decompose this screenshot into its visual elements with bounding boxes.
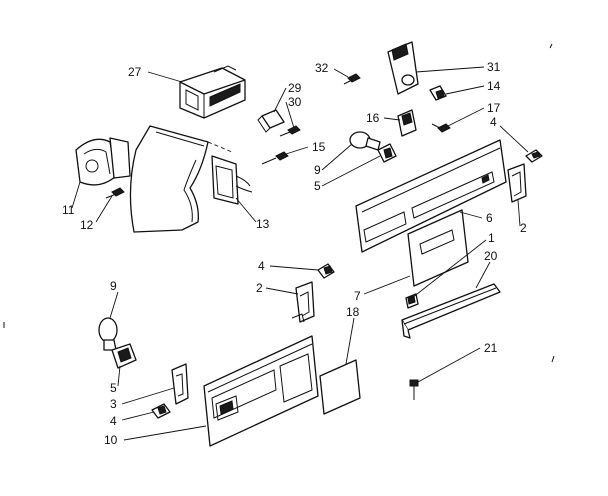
- callout-3: 3: [110, 397, 117, 411]
- part-5-holder-upper: [377, 143, 397, 163]
- callout-labels: 27 32 31 14 29 30 16 17 4 15 9 5 11 12 1…: [62, 60, 527, 447]
- part-21-screw: [409, 379, 419, 400]
- part-1-actuator: [405, 293, 419, 309]
- callout-5-lower: 5: [110, 381, 117, 395]
- part-18-pad: [319, 359, 361, 415]
- part-27-housing: [179, 65, 246, 119]
- part-6-faceplate: [355, 139, 507, 253]
- callout-4-upper: 4: [490, 115, 497, 129]
- part-5-holder-lower: [111, 343, 137, 369]
- part-29-socket: [257, 109, 285, 133]
- callout-13: 13: [256, 217, 270, 231]
- scan-marks: [3, 43, 555, 363]
- callout-10: 10: [104, 433, 118, 447]
- part-3-bracket: [171, 363, 189, 405]
- part-16-switch: [397, 109, 417, 137]
- part-20-rail: [401, 283, 501, 339]
- callout-32: 32: [315, 61, 329, 75]
- part-10-faceplate: [203, 335, 319, 447]
- callout-7: 7: [354, 289, 361, 303]
- callout-15: 15: [312, 140, 326, 154]
- part-13-bracket: [211, 155, 253, 205]
- callout-17: 17: [487, 101, 501, 115]
- callout-1: 1: [488, 231, 495, 245]
- part-4-clip-upper: [525, 149, 543, 163]
- callout-30: 30: [288, 95, 302, 109]
- callout-11: 11: [62, 203, 75, 217]
- part-7-panel: [407, 209, 469, 287]
- part-9-bulb-lower: [98, 317, 118, 351]
- callout-27: 27: [128, 65, 142, 79]
- callout-20: 20: [484, 249, 498, 263]
- part-2-bracket-middle: [291, 281, 315, 323]
- callout-4-middle: 4: [258, 259, 265, 273]
- callout-9-upper: 9: [314, 163, 321, 177]
- part-32-screw: [343, 73, 361, 85]
- part-2-bracket-upper: [507, 163, 527, 203]
- part-9-bulb-upper: [349, 131, 381, 151]
- callout-2-upper: 2: [520, 221, 527, 235]
- part-30-screw: [279, 125, 301, 137]
- callout-4-lower: 4: [110, 414, 117, 428]
- callout-2-middle: 2: [256, 281, 263, 295]
- callout-9-lower: 9: [110, 279, 117, 293]
- callout-18: 18: [346, 305, 360, 319]
- callout-5-upper: 5: [314, 179, 321, 193]
- callout-6: 6: [486, 211, 493, 225]
- part-15-screw: [261, 151, 289, 165]
- part-11-damper: [75, 137, 131, 186]
- part-12-screw: [105, 187, 125, 199]
- part-14-knob: [429, 85, 447, 101]
- callout-12: 12: [80, 218, 94, 232]
- callout-29: 29: [288, 81, 302, 95]
- part-4-clip-middle: [317, 263, 335, 279]
- callout-31: 31: [487, 60, 501, 74]
- part-17-screw: [431, 123, 451, 133]
- part-31-cover: [387, 41, 419, 95]
- part-4-clip-lower: [151, 403, 171, 419]
- leader-lines: [71, 66, 529, 441]
- callout-21: 21: [484, 341, 498, 355]
- callout-16: 16: [366, 111, 380, 125]
- air-duct-panel: [129, 125, 233, 233]
- callout-14: 14: [487, 79, 501, 93]
